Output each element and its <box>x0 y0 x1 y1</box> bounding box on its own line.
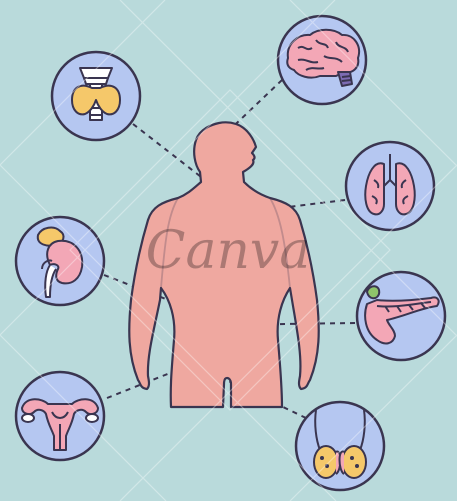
watermark-text: Canva <box>146 221 311 281</box>
